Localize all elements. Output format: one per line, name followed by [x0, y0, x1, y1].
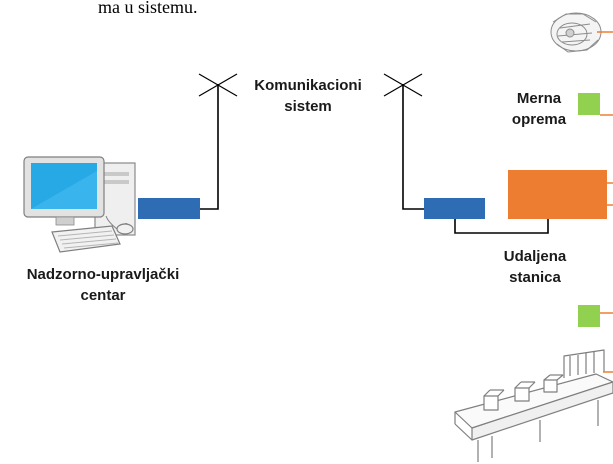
remote-station [508, 170, 607, 219]
wire-left [200, 84, 219, 210]
center-label-line1: Nadzorno-upravljački [26, 266, 180, 283]
measurement-label: Merna oprema [497, 88, 581, 130]
comm-system-label: Komunikacioni sistem [238, 75, 378, 117]
wire-right [402, 84, 424, 210]
conveyor-icon [454, 349, 613, 462]
measurement-label-line2: oprema [511, 111, 567, 128]
sensor-box [578, 93, 600, 115]
remote-label-line1: Udaljena [503, 248, 567, 265]
antenna-icon [198, 73, 238, 97]
remote-station-label: Udaljena stanica [495, 246, 575, 288]
measurement-label-line1: Merna [516, 90, 562, 107]
sensor-box [578, 305, 600, 327]
wire-modem-rtu [454, 219, 549, 234]
comm-label-line2: sistem [284, 98, 332, 115]
comm-label-line1: Komunikacioni [254, 77, 362, 94]
remote-label-line2: stanica [509, 269, 561, 286]
motor-icon [550, 12, 602, 53]
modem-left [138, 198, 200, 219]
computer-icon [23, 156, 136, 253]
modem-right [424, 198, 485, 219]
cropped-top-text: ma u sistemu. [98, 0, 198, 17]
center-label: Nadzorno-upravljački centar [4, 264, 202, 306]
center-label-line2: centar [80, 287, 126, 304]
